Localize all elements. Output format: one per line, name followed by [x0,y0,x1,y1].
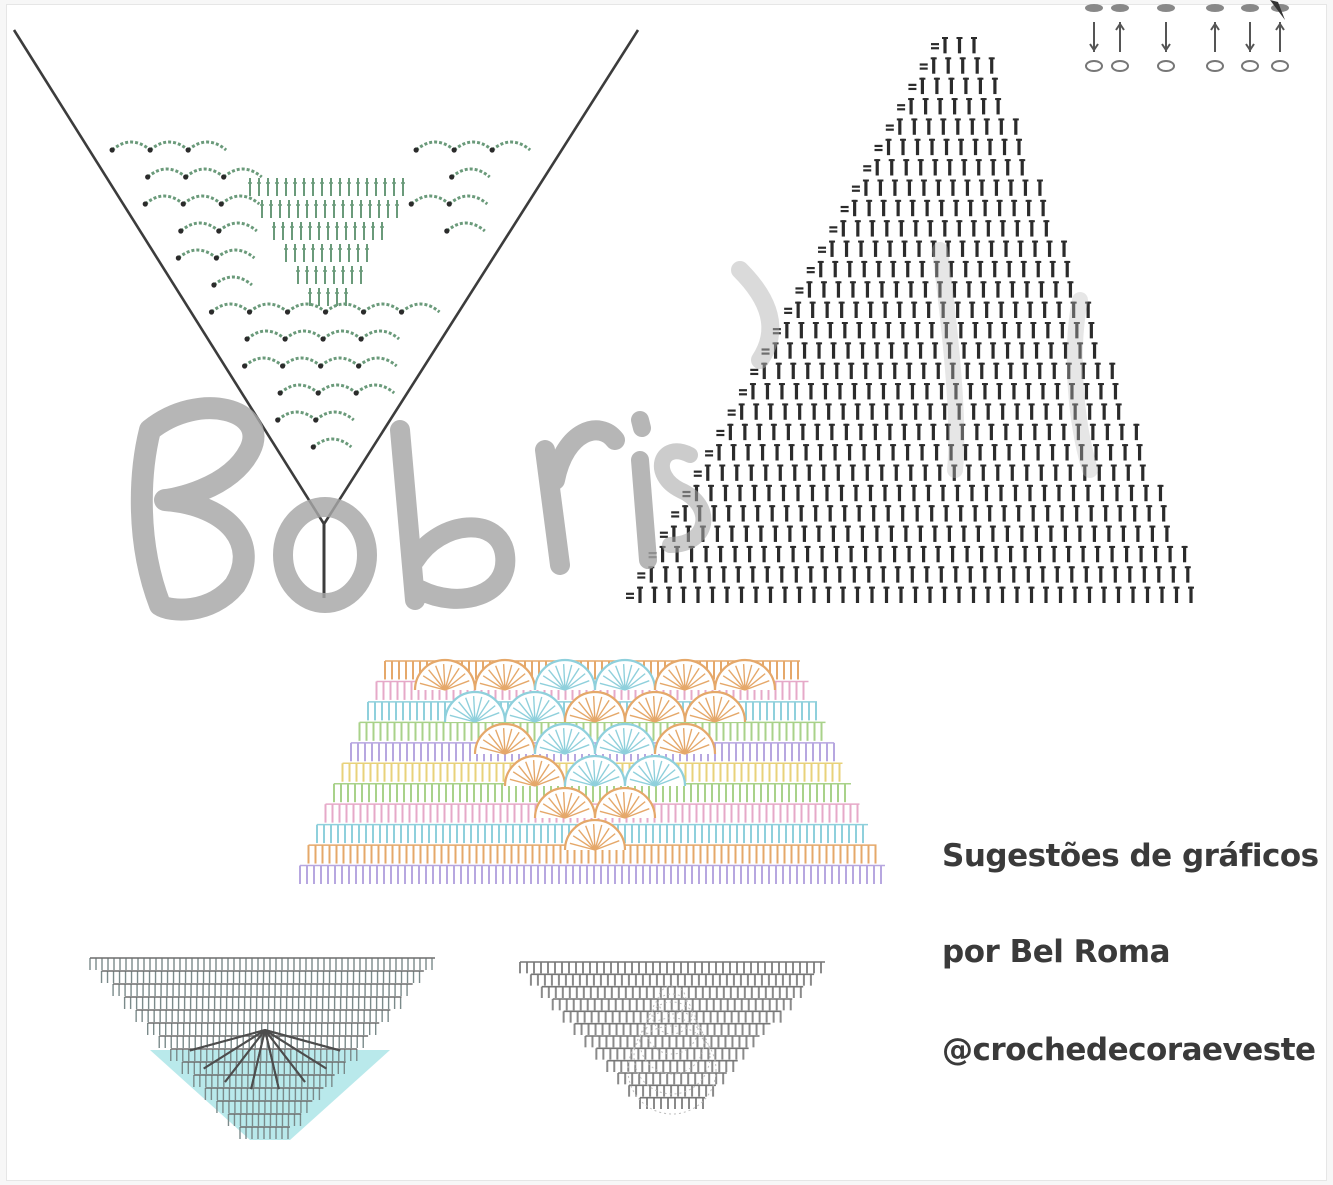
caption-author: por Bel Roma [942,934,1170,970]
caption-title: Sugestões de gráficos [942,838,1319,874]
bottom-middle-triangle-chart [520,962,825,1114]
bottom-left-triangle-chart [90,958,435,1140]
v-guide-left [14,30,324,524]
stitch-legend-icon [1085,0,1289,71]
v-guide-right [324,30,638,524]
colored-fan-trapezoid-chart [300,660,885,884]
center-stitch-columns [248,178,405,306]
caption-handle: @crochedecoraeveste [942,1032,1316,1068]
